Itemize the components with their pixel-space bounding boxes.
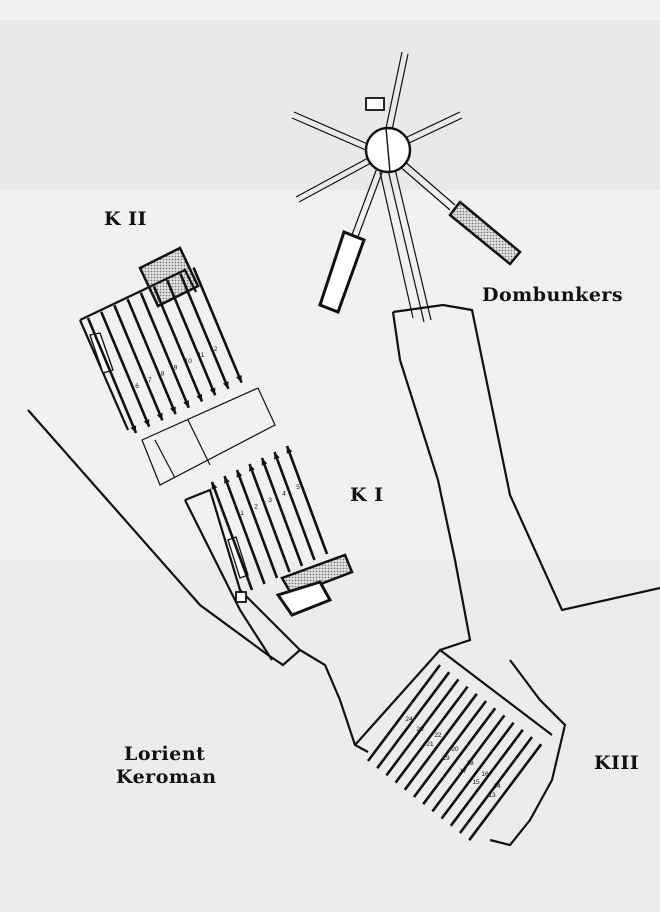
pen-number: 15 <box>472 779 480 786</box>
pen-number: 19 <box>442 755 450 762</box>
k3-pen <box>385 678 460 777</box>
k2-pen <box>113 304 164 421</box>
k1-pen-arrow <box>249 464 255 472</box>
pen-number: 6 <box>135 383 139 390</box>
k3-bunker <box>354 648 553 841</box>
pen-number: 4 <box>282 491 286 498</box>
pen-number: 14 <box>493 783 501 790</box>
k3-pen <box>458 736 534 834</box>
dombunker-hall-right <box>448 200 522 266</box>
k1-pen-arrow <box>274 452 280 460</box>
k3-pen <box>422 707 497 805</box>
k2-pen-arrow <box>183 400 189 408</box>
k2-pen-arrow <box>170 406 176 415</box>
k1-pen <box>285 445 329 555</box>
pen-number: 22 <box>434 732 442 739</box>
k1-pen <box>210 481 254 591</box>
pen-number: 7 <box>148 377 152 384</box>
place-name-line2: Keroman <box>116 766 217 788</box>
k2-pen-arrow <box>196 393 203 402</box>
pen-number: 2 <box>254 504 258 511</box>
pen-number: 9 <box>174 364 178 371</box>
pen-number: 1 <box>240 510 244 517</box>
place-name-line1: Lorient <box>124 743 206 765</box>
k2-pen-arrow <box>143 419 150 427</box>
k1-pen-arrow <box>211 482 218 490</box>
k2-pen-arrow <box>156 412 163 421</box>
pen-number: 3 <box>268 497 272 504</box>
pen-number: 17 <box>459 768 467 775</box>
k2-pen-arrow <box>130 425 137 433</box>
k2-pen <box>126 298 177 415</box>
pen-number: 5 <box>296 484 300 491</box>
k2-pen <box>100 311 151 428</box>
k1-pen <box>273 451 316 561</box>
k2-bunker <box>78 246 276 486</box>
k3-pen <box>412 700 488 798</box>
k1-label: K I <box>350 484 384 506</box>
k1-pen-arrow <box>261 458 268 466</box>
k2-pen <box>152 285 204 403</box>
pen-number: 8 <box>161 371 165 378</box>
background-texture <box>0 560 660 912</box>
k1-pen <box>235 469 279 579</box>
dombunker-small-hut <box>365 97 385 111</box>
k1-pen-arrow <box>224 476 230 484</box>
pen-number: 10 <box>185 358 193 365</box>
k1-pen <box>223 475 266 585</box>
dombunkers-label: Dombunkers <box>482 284 624 306</box>
k2-pen-arrow <box>209 387 216 396</box>
k2-pen-arrow <box>222 381 229 389</box>
k1-pen-arrow <box>236 470 243 478</box>
pen-number: 11 <box>198 352 205 359</box>
pen-number: 21 <box>426 741 434 748</box>
pen-number: 18 <box>466 760 474 767</box>
k2-label: K II <box>104 208 147 230</box>
background-texture <box>0 20 660 190</box>
k2-pen <box>139 292 190 409</box>
k2-pen <box>86 317 138 434</box>
k3-pen <box>394 685 469 784</box>
k3-pen <box>440 721 515 820</box>
dombunkers-complex <box>291 51 522 323</box>
k2-pen <box>166 279 217 396</box>
k3-pen <box>366 664 442 762</box>
k3-pen <box>431 714 506 813</box>
pen-number: 13 <box>488 792 496 799</box>
k3-label: KIII <box>594 752 640 774</box>
k3-pen <box>403 693 478 791</box>
pen-number: 12 <box>210 346 218 353</box>
k2-pen-arrow <box>236 374 242 383</box>
pen-number: 23 <box>416 726 424 733</box>
k3-pen <box>449 729 524 827</box>
k1-pen-arrow <box>286 446 293 454</box>
k1-bunker <box>184 445 354 661</box>
k2-pen <box>179 273 230 390</box>
pen-number: 16 <box>481 771 489 778</box>
k3-pen <box>468 743 543 841</box>
k1-pen <box>260 457 304 567</box>
k1-pen <box>248 463 291 573</box>
dombunker-hall-left <box>318 230 366 314</box>
pen-number: 20 <box>451 746 459 753</box>
pen-number: 24 <box>405 716 413 723</box>
k2-pen <box>192 267 243 384</box>
k3-pen <box>376 671 451 769</box>
